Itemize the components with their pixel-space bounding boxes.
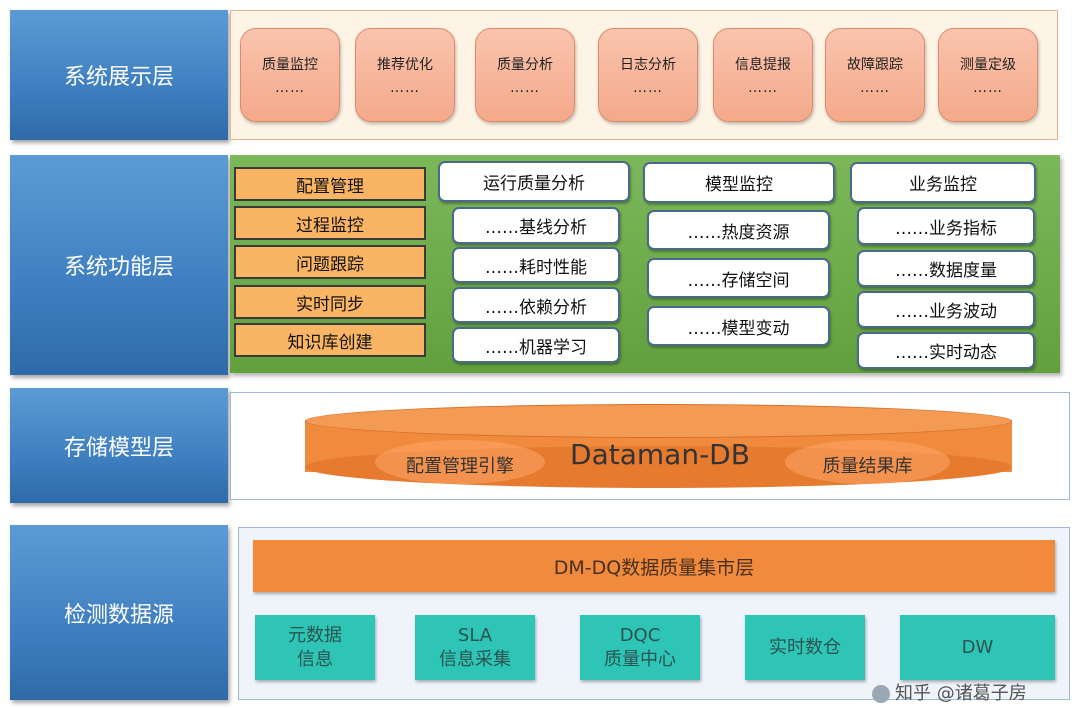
- group-item: ……依赖分析: [452, 287, 620, 323]
- group-item: ……业务指标: [857, 207, 1035, 245]
- layer-label-source: 检测数据源: [10, 525, 228, 700]
- management-item: 问题跟踪: [234, 245, 426, 279]
- display-item: 故障跟踪 ……: [825, 28, 925, 122]
- engine-disk: [375, 440, 545, 484]
- result-disk: [785, 440, 950, 484]
- display-item-dots: ……: [390, 80, 420, 96]
- display-item-title: 质量分析: [497, 57, 553, 73]
- display-item-title: 推荐优化: [377, 57, 433, 73]
- source-line1: 实时数仓: [769, 636, 841, 658]
- group-item: ……机器学习: [452, 327, 620, 363]
- source-line2: 信息采集: [439, 648, 511, 670]
- display-item: 质量分析 ……: [475, 28, 575, 122]
- source-line1: 元数据: [288, 625, 342, 647]
- wechat-icon: [872, 685, 890, 703]
- source-line1: DQC: [619, 625, 661, 647]
- management-item: 知识库创建: [234, 323, 426, 357]
- display-item: 推荐优化 ……: [355, 28, 455, 122]
- engine-label: 配置管理引擎: [406, 456, 514, 477]
- group-title: 业务监控: [850, 162, 1036, 203]
- group-item: ……模型变动: [647, 306, 830, 346]
- group-title: 模型监控: [643, 162, 835, 203]
- source-item: 实时数仓: [745, 615, 865, 680]
- display-item-dots: ……: [275, 80, 305, 96]
- source-item: DW: [900, 615, 1055, 680]
- group-item: ……存储空间: [647, 258, 830, 298]
- display-item-dots: ……: [510, 80, 540, 96]
- management-item: 配置管理: [234, 167, 426, 201]
- display-item-title: 测量定级: [960, 57, 1016, 73]
- source-item: 元数据信息: [255, 615, 375, 680]
- layer-label-function: 系统功能层: [10, 155, 228, 375]
- source-line2: 信息: [297, 648, 333, 670]
- management-item: 实时同步: [234, 285, 426, 319]
- display-item-title: 故障跟踪: [847, 57, 903, 73]
- source-line1: DW: [961, 636, 994, 658]
- result-db-label: 质量结果库: [822, 456, 913, 477]
- group-item: ……热度资源: [647, 210, 830, 250]
- data-mart-bar: DM-DQ数据质量集市层: [253, 540, 1055, 592]
- display-item-title: 信息提报: [735, 57, 791, 73]
- source-line1: SLA: [457, 625, 493, 647]
- group-item: ……耗时性能: [452, 247, 620, 283]
- group-title: 运行质量分析: [438, 161, 630, 202]
- database-name: Dataman-DB: [570, 438, 750, 471]
- display-item-dots: ……: [633, 80, 663, 96]
- watermark: 知乎 @诸葛子房: [895, 683, 1027, 704]
- layer-label-display: 系统展示层: [10, 10, 228, 140]
- group-item: ……业务波动: [857, 291, 1035, 328]
- display-item: 日志分析 ……: [598, 28, 698, 122]
- display-item-title: 质量监控: [262, 57, 318, 73]
- display-item-dots: ……: [748, 80, 778, 96]
- display-item-dots: ……: [860, 80, 890, 96]
- display-item-title: 日志分析: [620, 57, 676, 73]
- source-line2: 质量中心: [604, 648, 676, 670]
- display-item-dots: ……: [973, 80, 1003, 96]
- display-item: 信息提报 ……: [713, 28, 813, 122]
- layer-label-storage: 存储模型层: [10, 388, 228, 503]
- display-item: 测量定级 ……: [938, 28, 1038, 122]
- display-item: 质量监控 ……: [240, 28, 340, 122]
- group-item: ……实时动态: [857, 332, 1035, 369]
- management-item: 过程监控: [234, 206, 426, 240]
- group-item: ……数据度量: [857, 250, 1035, 287]
- database-cylinder-top: [305, 404, 1012, 438]
- group-item: ……基线分析: [452, 207, 620, 244]
